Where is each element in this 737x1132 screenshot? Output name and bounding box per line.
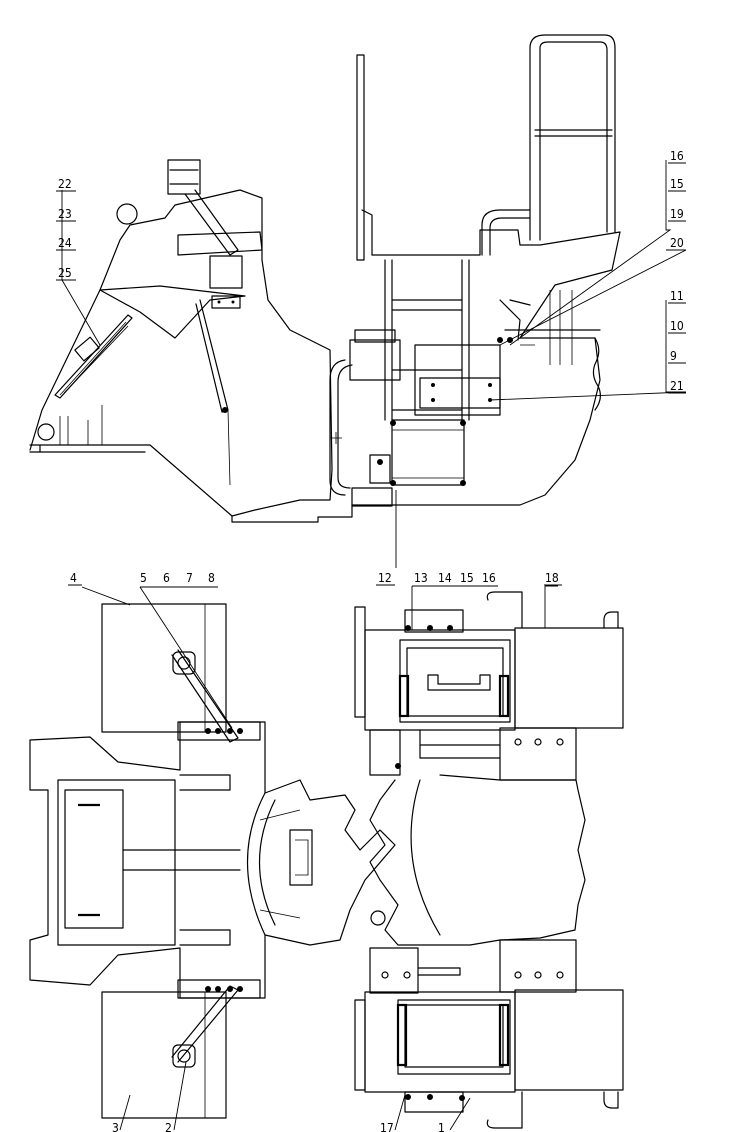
callout-22: 22 (58, 177, 72, 191)
plan-view-right (354, 591, 624, 1129)
callout-7: 7 (186, 571, 193, 585)
callout-25: 25 (58, 266, 72, 280)
vertical-rail (356, 54, 365, 261)
loader-body (29, 721, 396, 999)
pivot-boss-lower (37, 423, 55, 441)
callout-21: 21 (670, 379, 684, 393)
fender-lower (514, 989, 624, 1091)
callout-23: 23 (58, 207, 72, 221)
handrail (529, 34, 616, 241)
callout-leaders (61, 160, 687, 1131)
callout-16a: 16 (670, 149, 684, 163)
tire-upper (399, 639, 511, 723)
callout-underlines (56, 162, 686, 586)
callout-4: 4 (70, 571, 77, 585)
lever-head (167, 159, 201, 195)
callout-14: 14 (438, 571, 452, 585)
callout-6: 6 (163, 571, 170, 585)
callout-2: 2 (165, 1121, 172, 1132)
pump-housing (349, 339, 401, 381)
callout-15a: 15 (670, 177, 684, 191)
callout-17: 17 (380, 1121, 394, 1132)
callout-12: 12 (378, 571, 392, 585)
side-elevation-view (29, 34, 621, 523)
control-box (414, 344, 501, 416)
callout-13: 13 (414, 571, 428, 585)
callout-20: 20 (670, 236, 684, 250)
inclined-arm (99, 285, 246, 339)
callout-1: 1 (438, 1121, 445, 1132)
callout-24: 24 (58, 236, 72, 250)
fender-upper (514, 627, 624, 729)
plan-view-left (29, 603, 396, 1119)
callout-10: 10 (670, 319, 684, 333)
tire-upper-outer (354, 606, 366, 718)
callout-9: 9 (670, 349, 677, 363)
frame-outline (29, 189, 601, 523)
cab-window (64, 789, 124, 929)
callout-16b: 16 (482, 571, 496, 585)
callout-15b: 15 (460, 571, 474, 585)
hydraulic-pipe (329, 359, 353, 496)
callout-5: 5 (140, 571, 147, 585)
callout-11: 11 (670, 289, 684, 303)
tractor-chassis (369, 774, 586, 946)
callout-3: 3 (112, 1121, 119, 1132)
base-beam (29, 444, 233, 517)
bucket-plate-lower (101, 991, 227, 1119)
callout-labels: 16 15 19 20 11 10 9 21 22 23 24 25 12 4 … (58, 149, 684, 1132)
pivot-boss (116, 203, 138, 225)
callout-18: 18 (545, 571, 559, 585)
tire-lower (397, 999, 511, 1075)
bucket-plate-upper (101, 603, 227, 733)
callout-19: 19 (670, 207, 684, 221)
callout-8: 8 (208, 571, 215, 585)
